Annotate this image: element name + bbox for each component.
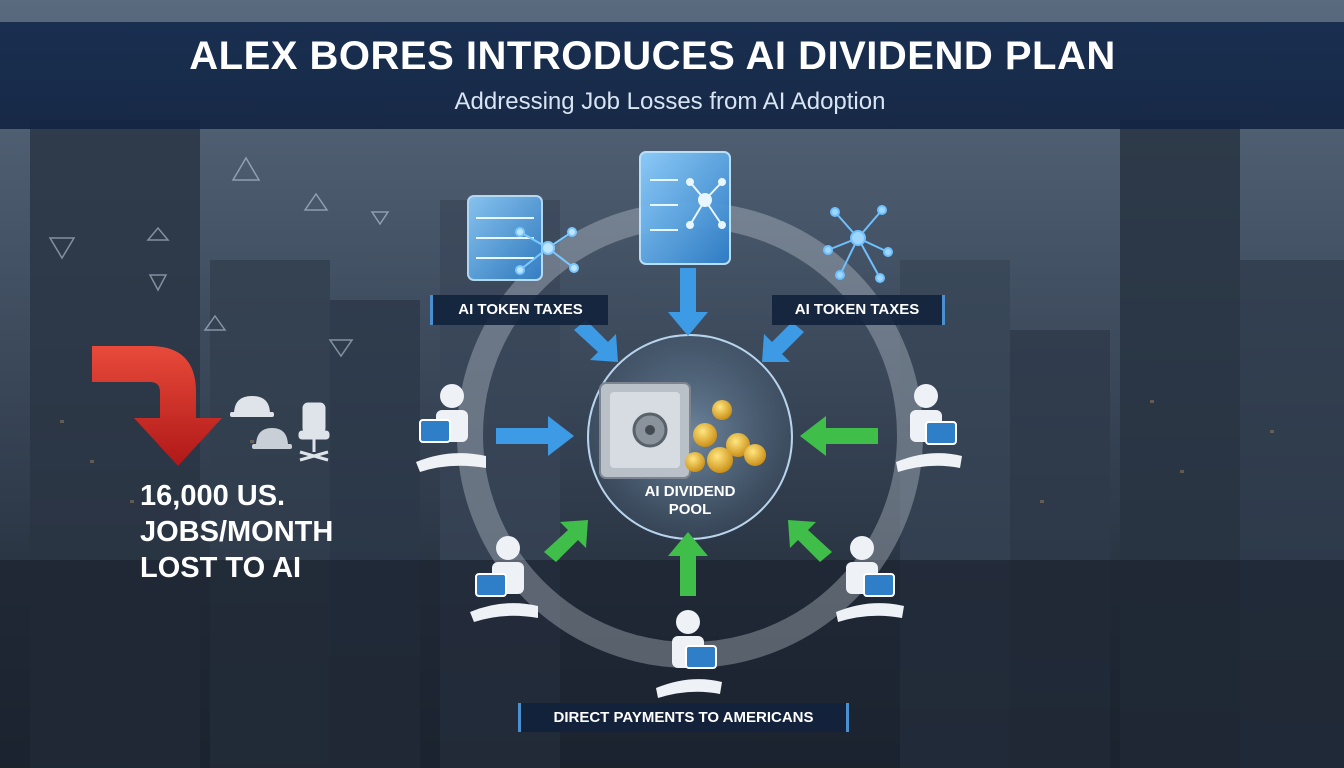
outflow-arrow-bottom-right — [788, 520, 832, 562]
label-ai-token-taxes-left: AI TOKEN TAXES — [430, 295, 608, 325]
pool-label-line1: AI DIVIDEND — [644, 483, 736, 500]
header-banner — [0, 22, 1344, 129]
stat-line2: JOBS/MONTH — [140, 516, 334, 548]
person-with-hand-icon — [416, 384, 486, 472]
outflow-arrow-bottom-left — [544, 520, 588, 562]
label-ai-token-taxes-right: AI TOKEN TAXES — [772, 295, 945, 325]
person-with-hand-icon — [470, 536, 538, 622]
page-subtitle: Addressing Job Losses from AI Adoption — [454, 88, 886, 115]
server-network-icon — [639, 151, 731, 265]
coin-stack-icon — [685, 400, 766, 473]
job-loss-arrow — [92, 346, 222, 466]
office-chair-icon — [298, 402, 330, 462]
inflow-arrow-top — [668, 268, 708, 336]
outflow-arrows — [544, 416, 878, 596]
label-direct-payments: DIRECT PAYMENTS TO AMERICANS — [518, 703, 849, 732]
hard-hat-icon — [230, 396, 274, 417]
person-with-hand-icon — [836, 536, 904, 622]
server-network-icon — [467, 195, 543, 281]
outflow-arrow-right — [800, 416, 878, 456]
network-nodes-icon — [823, 205, 893, 283]
pool-label-line2: POOL — [668, 501, 712, 518]
stat-line3: LOST TO AI — [140, 552, 302, 584]
person-with-hand-icon — [656, 610, 722, 698]
network-nodes-icon — [515, 227, 579, 275]
inflow-arrows — [496, 268, 804, 456]
person-with-hand-icon — [896, 384, 962, 472]
stat-line1: 16,000 US. — [140, 480, 286, 512]
inflow-arrow-left — [496, 416, 574, 456]
page-title: ALEX BORES INTRODUCES AI DIVIDEND PLAN — [189, 34, 1116, 78]
pool-label: AI DIVIDEND POOL — [620, 483, 760, 519]
hard-hat-icon — [252, 428, 292, 449]
inflow-arrow-right-top — [762, 322, 804, 362]
job-loss-stat: 16,000 US. JOBS/MONTH LOST TO AI — [140, 478, 370, 586]
safe-vault-icon — [599, 382, 691, 479]
outflow-arrow-bottom — [668, 532, 708, 596]
inflow-arrow-left-top — [574, 320, 618, 362]
